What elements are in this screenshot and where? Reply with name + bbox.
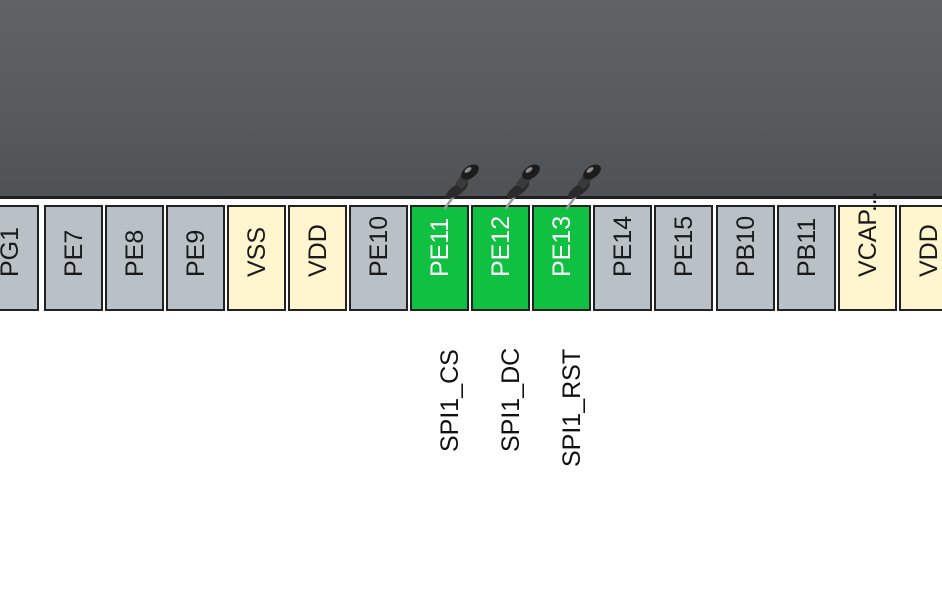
pin-pe13[interactable]: PE13 — [532, 205, 591, 311]
pushpin-icon — [504, 164, 540, 210]
pin-label: PB10 — [731, 215, 760, 277]
pin-pb10[interactable]: PB10 — [716, 205, 775, 311]
pin-label: PE8 — [120, 229, 149, 277]
pin-vdd-2[interactable]: VDD — [899, 205, 942, 311]
chip-body — [0, 0, 942, 196]
pin-pe14[interactable]: PE14 — [593, 205, 652, 311]
pin-pe15[interactable]: PE15 — [654, 205, 713, 311]
pin-pe11[interactable]: PE11 — [410, 205, 469, 311]
pin-vdd[interactable]: VDD — [288, 205, 347, 311]
pin-label: PE12 — [486, 215, 515, 277]
signal-label-pe13: SPI1_RST — [558, 348, 586, 467]
pin-pe10[interactable]: PE10 — [349, 205, 408, 311]
pin-label: PE7 — [59, 229, 88, 277]
pin-pb11[interactable]: PB11 — [777, 205, 836, 311]
signal-label-pe12: SPI1_DC — [497, 347, 525, 452]
chip-edge — [0, 196, 942, 199]
pin-pe7[interactable]: PE7 — [44, 205, 103, 311]
pin-label: PE14 — [608, 215, 637, 277]
pin-row: PG1 PE7 PE8 PE9 VSS VDD PE10 PE11 PE12 P… — [0, 191, 942, 311]
pin-label: PE9 — [181, 229, 210, 277]
pin-label: VSS — [242, 226, 271, 277]
pushpin-icon — [565, 164, 601, 210]
pin-pg1[interactable]: PG1 — [0, 205, 39, 311]
pin-label: PG1 — [0, 226, 24, 277]
pin-label: PE11 — [425, 217, 454, 277]
pin-pe12[interactable]: PE12 — [471, 205, 530, 311]
pin-label: PE15 — [669, 215, 698, 277]
pin-label: VDD — [914, 224, 942, 277]
pushpin-icon — [443, 164, 479, 210]
signal-label-pe11: SPI1_CS — [436, 349, 464, 452]
pin-pe9[interactable]: PE9 — [166, 205, 225, 311]
pin-label: PE10 — [364, 215, 393, 277]
pin-label: VCAP... — [853, 191, 882, 277]
pin-label: PB11 — [792, 217, 821, 277]
pin-label: PE13 — [547, 215, 576, 277]
pin-vss[interactable]: VSS — [227, 205, 286, 311]
pin-vcap[interactable]: VCAP... — [838, 191, 897, 311]
pin-label: VDD — [303, 224, 332, 277]
pin-pe8[interactable]: PE8 — [105, 205, 164, 311]
